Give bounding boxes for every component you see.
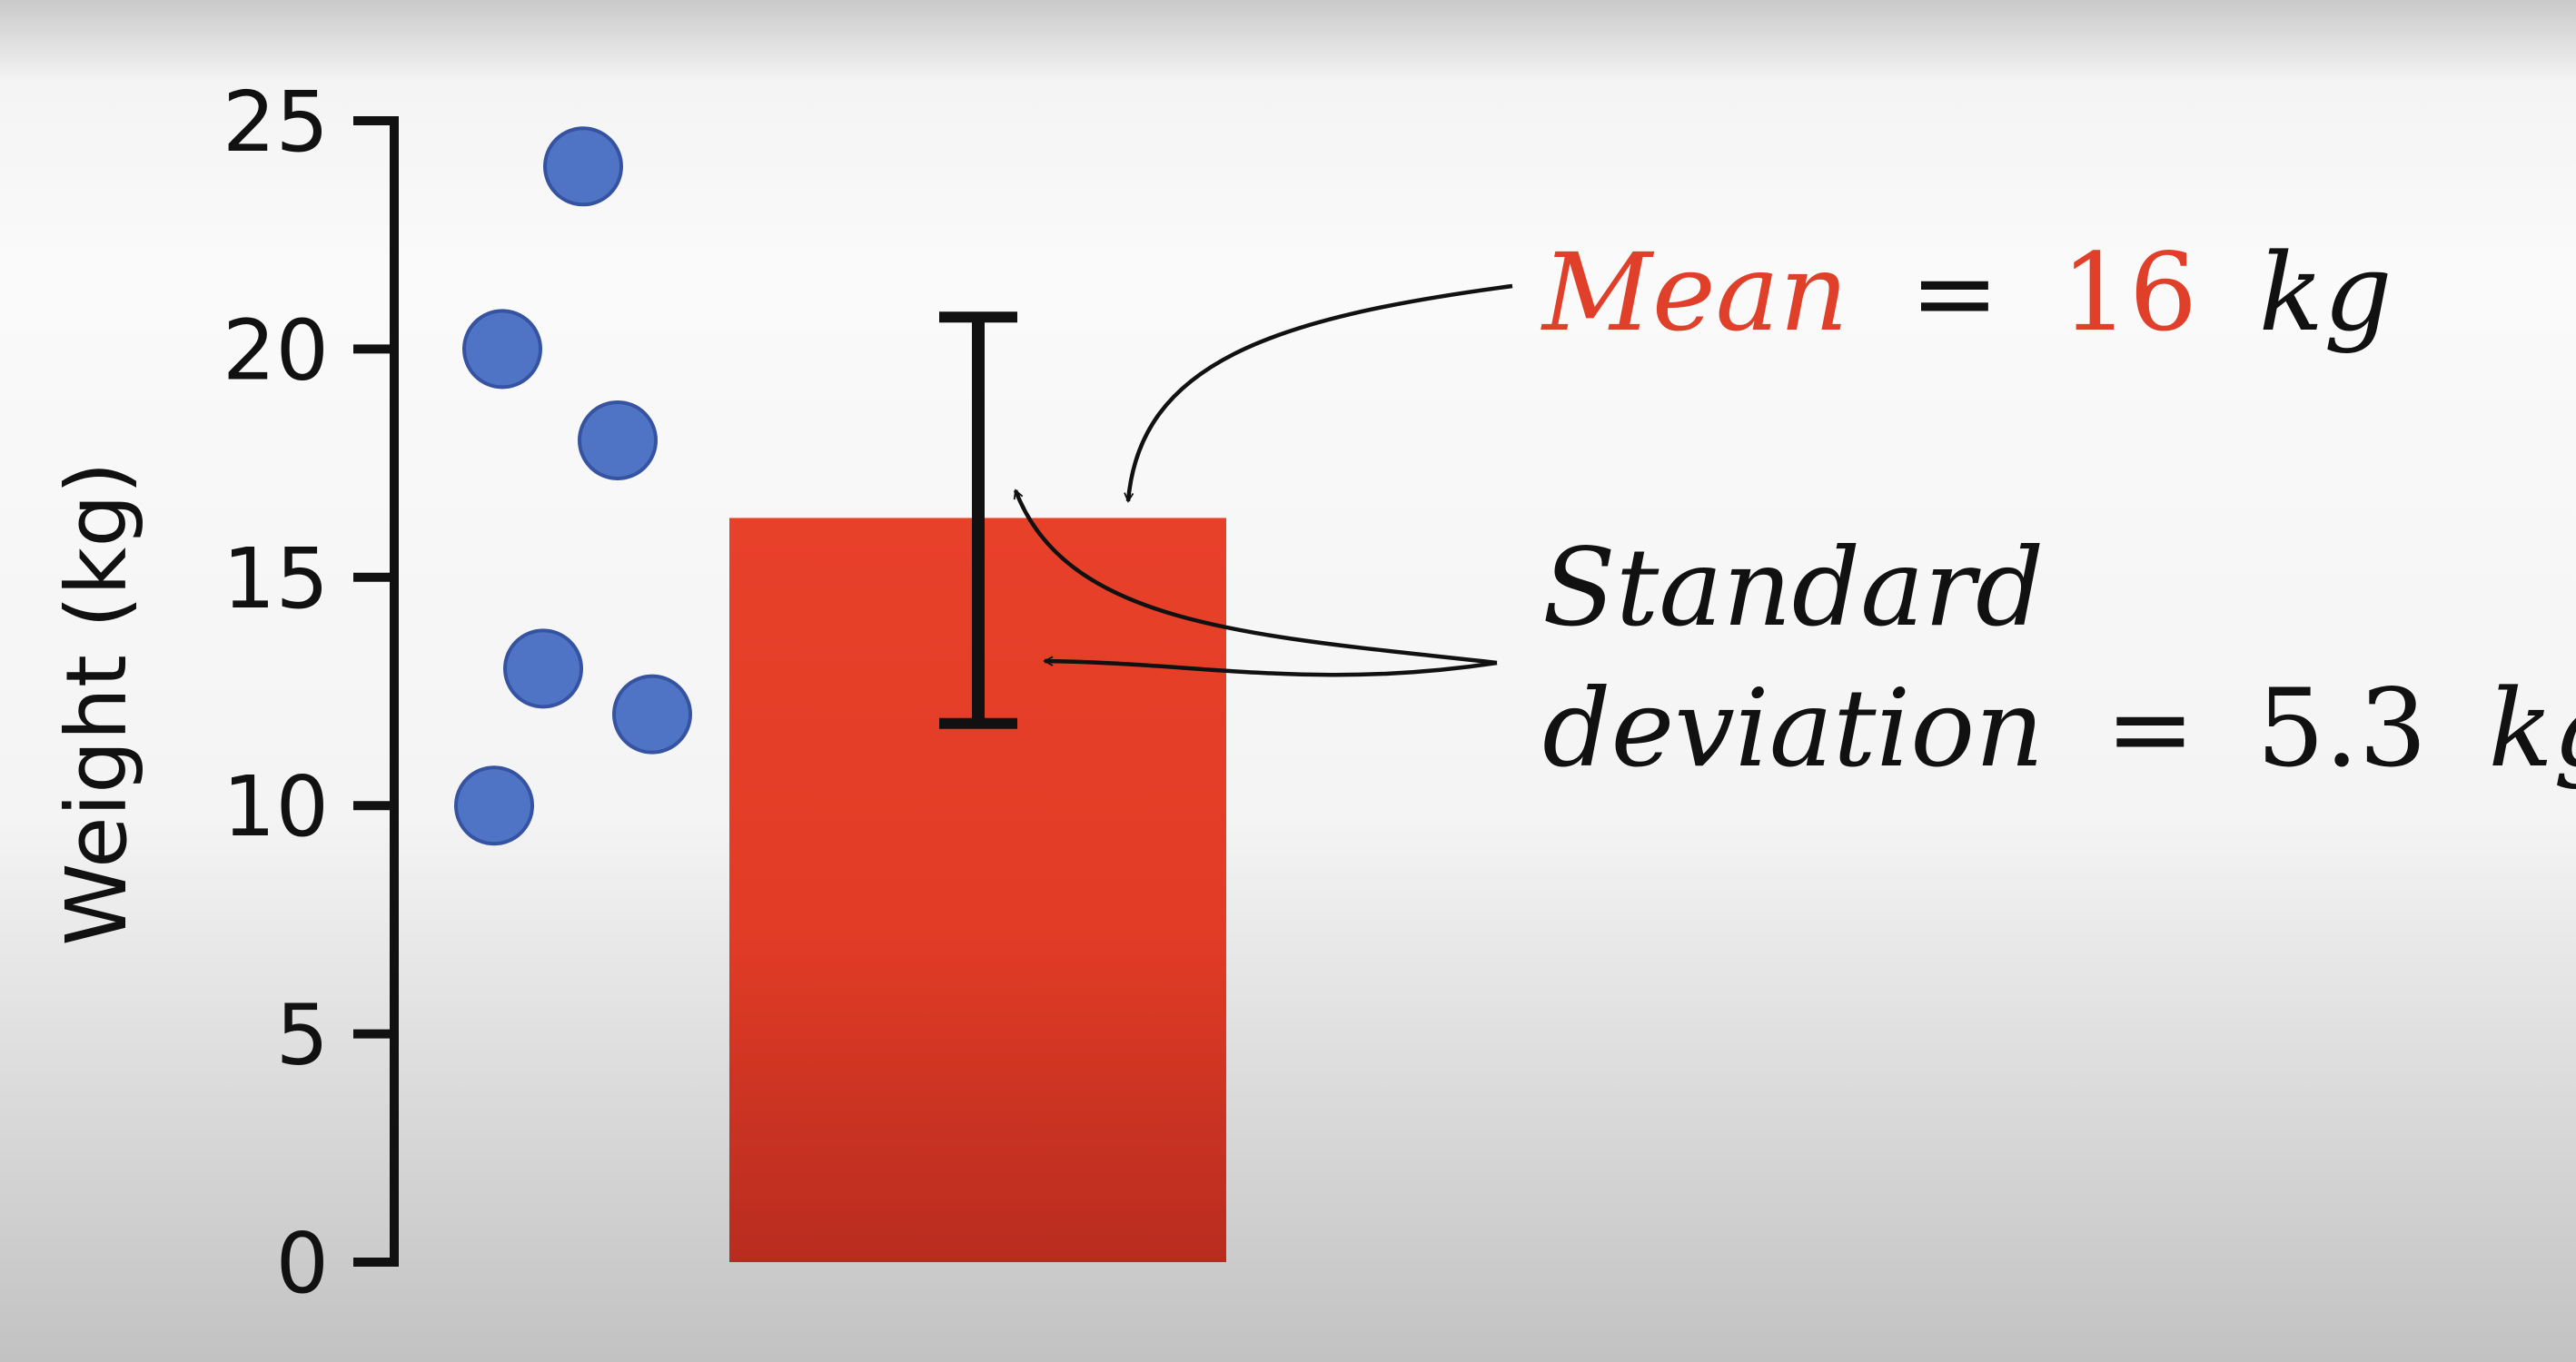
sd-value: 5.3 bbox=[2256, 666, 2427, 791]
data-point bbox=[543, 126, 623, 207]
sd-arrow-upper bbox=[1016, 490, 1498, 666]
mean-value: 16 bbox=[2061, 230, 2197, 355]
mean-annotation: Mean = 16 kg bbox=[1541, 230, 2393, 355]
y-axis: 0 5 10 15 20 25 bbox=[223, 74, 399, 1312]
y-tick-label: 15 bbox=[223, 530, 329, 627]
mean-equals: = bbox=[1910, 230, 2000, 355]
mean-arrow bbox=[1128, 283, 1513, 501]
data-point bbox=[612, 674, 692, 755]
mean-word: Mean bbox=[1541, 230, 1848, 355]
y-tick-label: 10 bbox=[223, 758, 329, 855]
y-tick-label: 20 bbox=[223, 301, 329, 399]
data-points bbox=[454, 126, 692, 846]
y-tick-label: 25 bbox=[223, 74, 329, 171]
y-tick-label: 5 bbox=[275, 987, 329, 1084]
y-axis-title: Weight (kg) bbox=[48, 461, 145, 945]
sd-unit: kg bbox=[2488, 666, 2576, 791]
data-point bbox=[454, 765, 534, 846]
data-point bbox=[462, 309, 542, 390]
sd-annotation-line1: Standard bbox=[1542, 525, 2044, 650]
data-point bbox=[578, 400, 658, 480]
mean-unit: kg bbox=[2259, 230, 2393, 355]
sd-equals: = bbox=[2105, 666, 2195, 791]
error-bar-group bbox=[939, 311, 1017, 729]
sd-annotation-line2: deviation = 5.3 kg bbox=[1542, 666, 2576, 791]
y-tick-label: 0 bbox=[275, 1215, 329, 1312]
sd-arrow-lower bbox=[1045, 661, 1498, 677]
data-point bbox=[503, 628, 583, 709]
sd-word: deviation bbox=[1542, 666, 2044, 791]
